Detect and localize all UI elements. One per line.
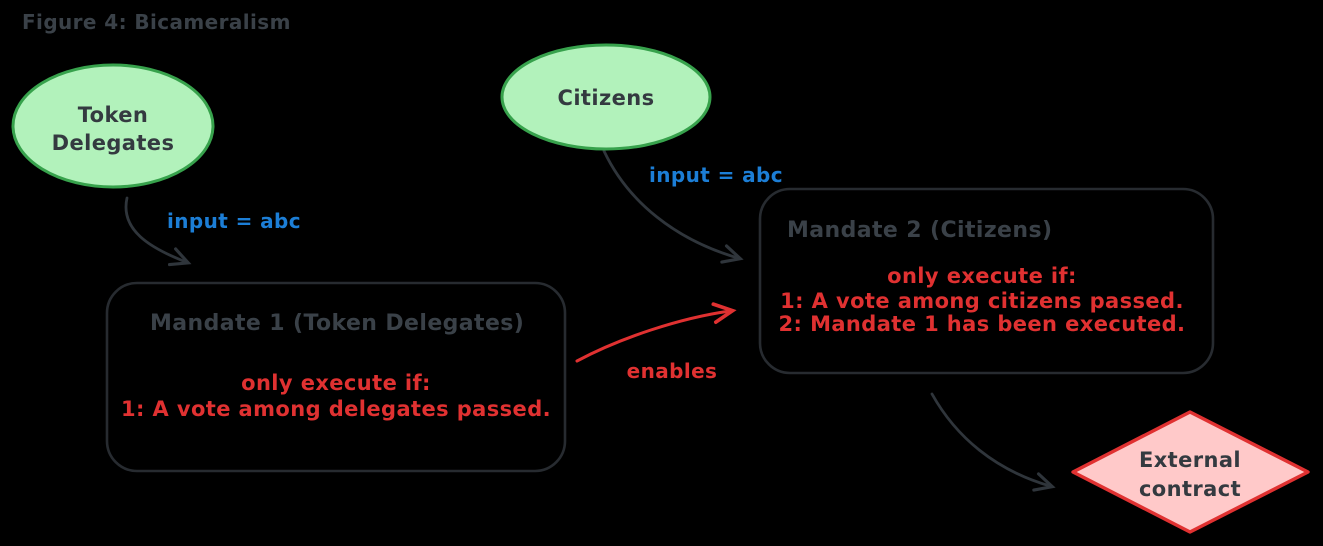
mandate2-condition-1: 1: A vote among citizens passed.	[780, 289, 1184, 313]
node-external-contract: External contract	[1071, 410, 1310, 534]
mandate2-box	[758, 187, 1215, 375]
edge-token-delegates-to-mandate1: input = abc	[124, 196, 301, 267]
external-contract-label-line1: External	[1139, 448, 1241, 472]
external-contract-label-line2: contract	[1139, 477, 1241, 501]
mandate2-condition-header: only execute if:	[887, 264, 1077, 288]
edge-label-input-abc-1: input = abc	[167, 209, 301, 233]
node-token-delegates: Token Delegates	[11, 63, 215, 189]
node-mandate2: Mandate 2 (Citizens) only execute if: 1:…	[758, 187, 1215, 375]
arrow-mandate1-to-mandate2	[575, 311, 730, 363]
edge-label-enables: enables	[627, 359, 718, 383]
edge-mandate1-to-mandate2: enables	[575, 311, 730, 383]
mandate2-condition-2: 2: Mandate 1 has been executed.	[779, 312, 1186, 336]
node-citizens: Citizens	[500, 43, 712, 151]
mandate1-condition-1: 1: A vote among delegates passed.	[121, 397, 551, 421]
mandate2-title: Mandate 2 (Citizens)	[787, 218, 1052, 243]
arrow-mandate2-to-external-contract	[930, 392, 1056, 492]
figure-title: Figure 4: Bicameralism	[22, 10, 291, 34]
external-contract-diamond	[1071, 410, 1310, 534]
arrow-token-delegates-to-mandate1	[124, 196, 192, 267]
citizens-label: Citizens	[558, 86, 655, 110]
citizens-ellipse	[500, 43, 712, 151]
edge-mandate2-to-external-contract	[930, 392, 1056, 492]
node-mandate1: Mandate 1 (Token Delegates) only execute…	[105, 281, 567, 473]
edge-citizens-to-mandate2: input = abc	[602, 149, 783, 264]
mandate1-box	[105, 281, 567, 473]
token-delegates-ellipse	[11, 63, 215, 189]
mandate1-condition-header: only execute if:	[241, 371, 431, 395]
token-delegates-label-line1: Token	[78, 103, 149, 127]
token-delegates-label-line2: Delegates	[52, 131, 175, 155]
arrow-citizens-to-mandate2	[602, 149, 744, 264]
edge-label-input-abc-2: input = abc	[649, 163, 783, 187]
mandate1-title: Mandate 1 (Token Delegates)	[150, 311, 524, 336]
